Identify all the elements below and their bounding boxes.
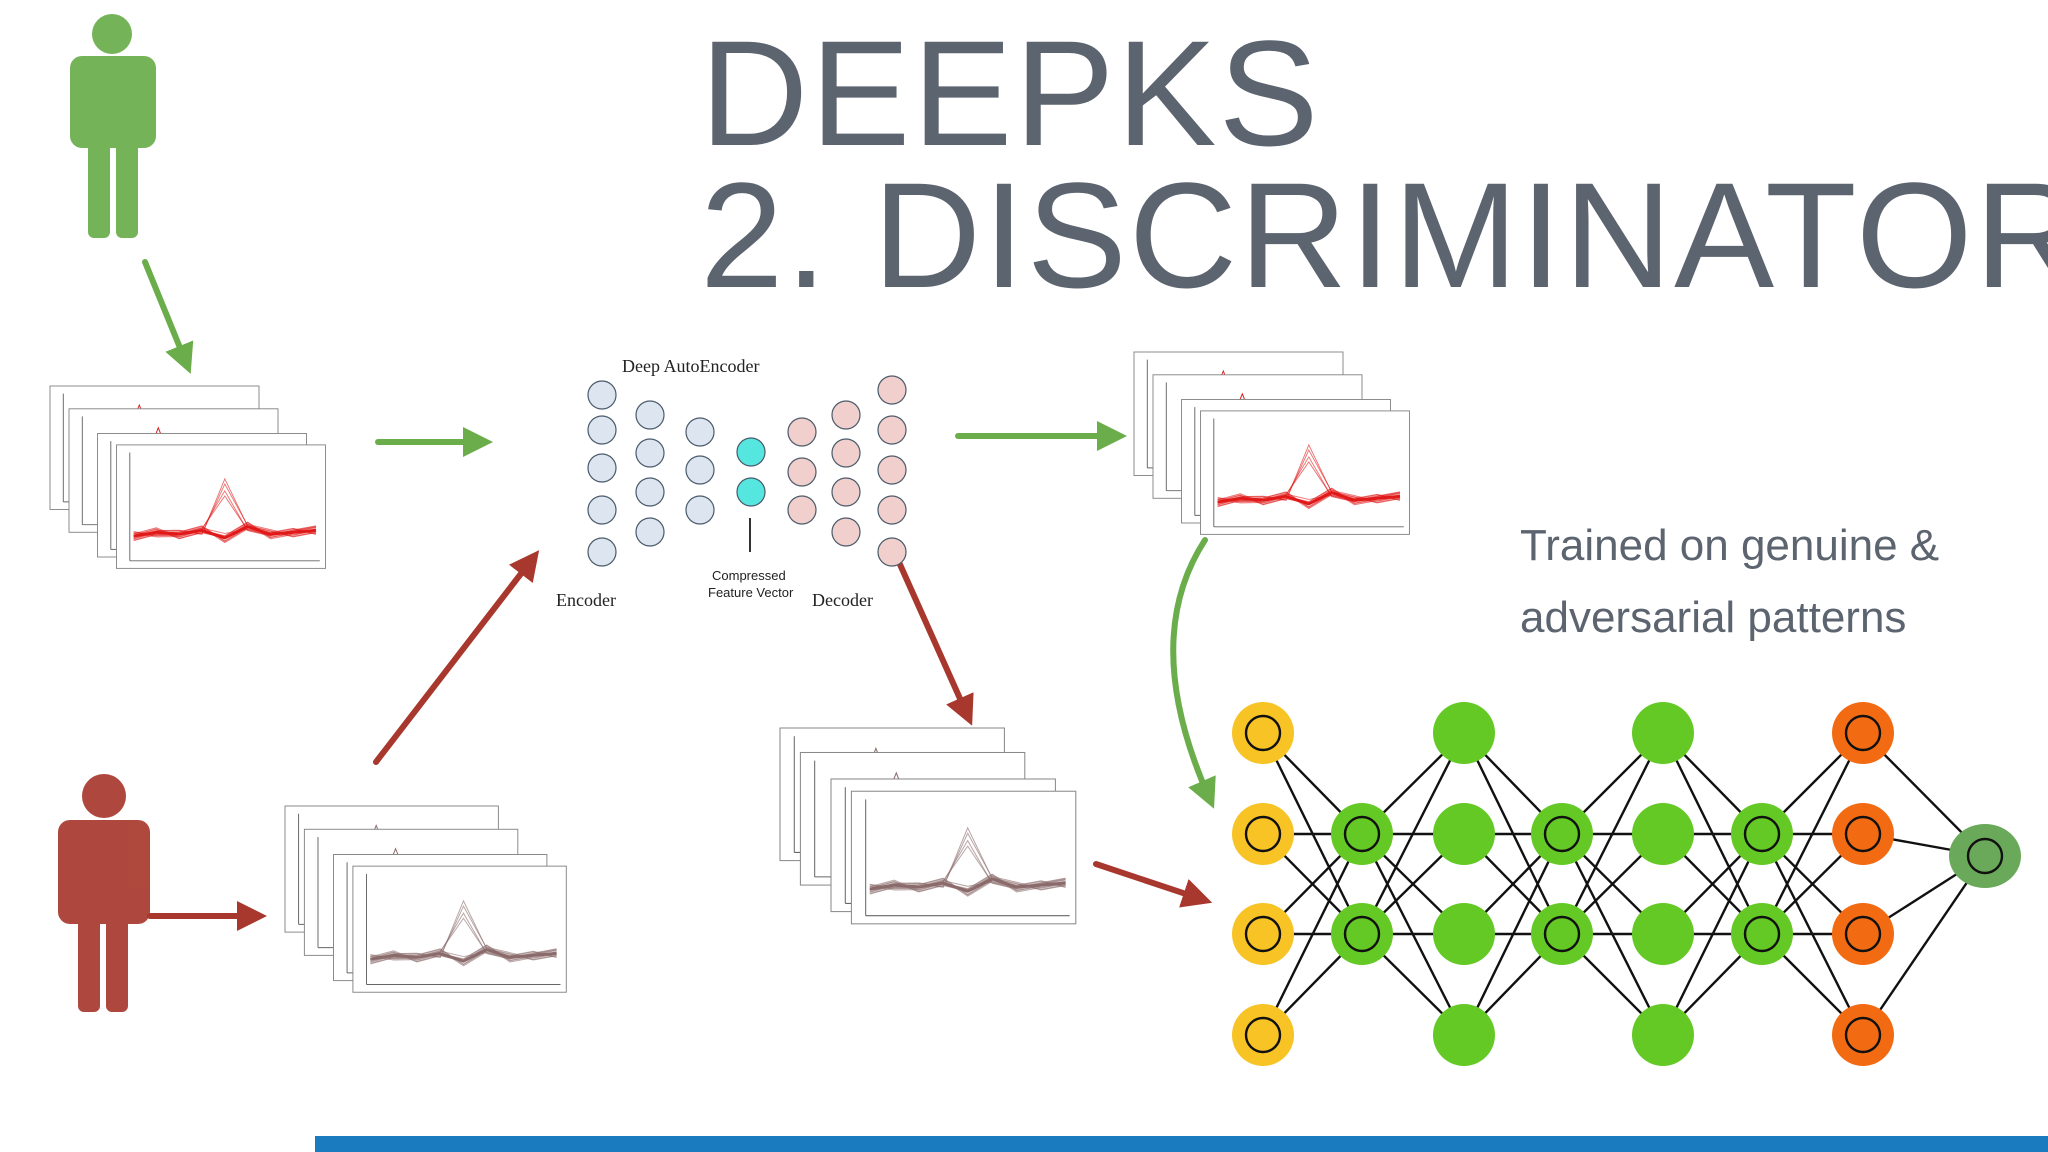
arrow-chart-to-network — [1170, 537, 1216, 809]
network-edge — [1661, 833, 1764, 1036]
caption-line1: Trained on genuine & — [1520, 521, 1940, 570]
encoder-node — [685, 495, 715, 525]
caption-line2: adversarial patterns — [1520, 593, 1907, 642]
chart-thumbnail — [352, 865, 567, 993]
input-node — [1232, 903, 1294, 965]
decoder-node — [877, 537, 907, 567]
encoder-node — [635, 477, 665, 507]
footer-bar — [315, 1136, 2048, 1152]
decoder-node — [877, 495, 907, 525]
adversary-user-icon — [58, 774, 150, 1012]
arrow-genuine-to-chart — [142, 259, 194, 374]
chart-thumbnail — [1200, 410, 1410, 535]
bottleneck-node — [736, 437, 766, 467]
encoder-node — [587, 415, 617, 445]
network-edge — [1760, 732, 1865, 935]
arrow-adversary-to-autoencoder — [373, 550, 540, 765]
bottleneck-node — [736, 477, 766, 507]
chart-thumbnail-stack — [1133, 351, 1410, 535]
output-node — [1832, 1004, 1894, 1066]
chart-stacks — [49, 351, 1410, 993]
chart-thumbnail — [116, 444, 326, 569]
hidden-node — [1632, 803, 1694, 865]
network-edge — [1360, 732, 1466, 935]
hidden-node — [1433, 1004, 1495, 1066]
bottleneck-label-line2: Feature Vector — [708, 585, 794, 600]
decoder-node — [831, 517, 861, 547]
hidden-node — [1531, 803, 1593, 865]
bottleneck-label-line1: Compressed — [712, 568, 786, 583]
network-edges — [1261, 732, 1986, 1036]
network-edge — [1862, 855, 1986, 1036]
encoder-node — [635, 400, 665, 430]
encoder-node — [685, 455, 715, 485]
slide-title-line2: 2. DISCRIMINATOR — [700, 151, 2048, 319]
encoder-node — [587, 495, 617, 525]
arrow-chart-to-network-red — [1093, 861, 1213, 908]
encoder-node — [685, 417, 715, 447]
genuine-user-icon — [70, 14, 156, 238]
arrow-decoder-to-chart — [895, 557, 974, 726]
chart-thumbnail — [850, 790, 1077, 925]
decoder-node — [831, 477, 861, 507]
arrows — [142, 259, 1216, 931]
output-node — [1832, 903, 1894, 965]
hidden-node — [1433, 903, 1495, 965]
network-edge — [1560, 732, 1665, 935]
input-node — [1232, 702, 1294, 764]
chart-thumbnail-stack — [779, 727, 1077, 925]
encoder-node — [635, 517, 665, 547]
encoder-node — [587, 537, 617, 567]
decoder-label: Decoder — [812, 590, 873, 610]
decoder-node — [831, 400, 861, 430]
hidden-node — [1632, 1004, 1694, 1066]
hidden-node — [1731, 903, 1793, 965]
autoencoder-title: Deep AutoEncoder — [622, 356, 760, 376]
network-edge — [1462, 833, 1564, 1036]
decoder-node — [877, 455, 907, 485]
input-node — [1232, 1004, 1294, 1066]
final-node — [1949, 824, 2021, 888]
autoencoder-diagram — [587, 375, 907, 567]
hidden-node — [1331, 803, 1393, 865]
hidden-node — [1433, 702, 1495, 764]
output-node — [1832, 702, 1894, 764]
hidden-node — [1632, 702, 1694, 764]
chart-thumbnail-stack — [284, 805, 567, 993]
hidden-node — [1531, 903, 1593, 965]
hidden-node — [1331, 903, 1393, 965]
encoder-node — [587, 453, 617, 483]
decoder-node — [877, 415, 907, 445]
output-node — [1832, 803, 1894, 865]
chart-thumbnail-stack — [49, 385, 326, 569]
decoder-node — [787, 457, 817, 487]
discriminator-network — [1232, 702, 2021, 1066]
network-edge — [1261, 833, 1364, 1036]
input-node — [1232, 803, 1294, 865]
decoder-node — [877, 375, 907, 405]
decoder-node — [787, 495, 817, 525]
encoder-label: Encoder — [556, 590, 616, 610]
encoder-node — [635, 438, 665, 468]
hidden-node — [1632, 903, 1694, 965]
encoder-node — [587, 380, 617, 410]
hidden-node — [1433, 803, 1495, 865]
decoder-node — [831, 438, 861, 468]
slide-title-line1: DEEPKS — [700, 9, 1321, 177]
decoder-node — [787, 417, 817, 447]
hidden-node — [1731, 803, 1793, 865]
